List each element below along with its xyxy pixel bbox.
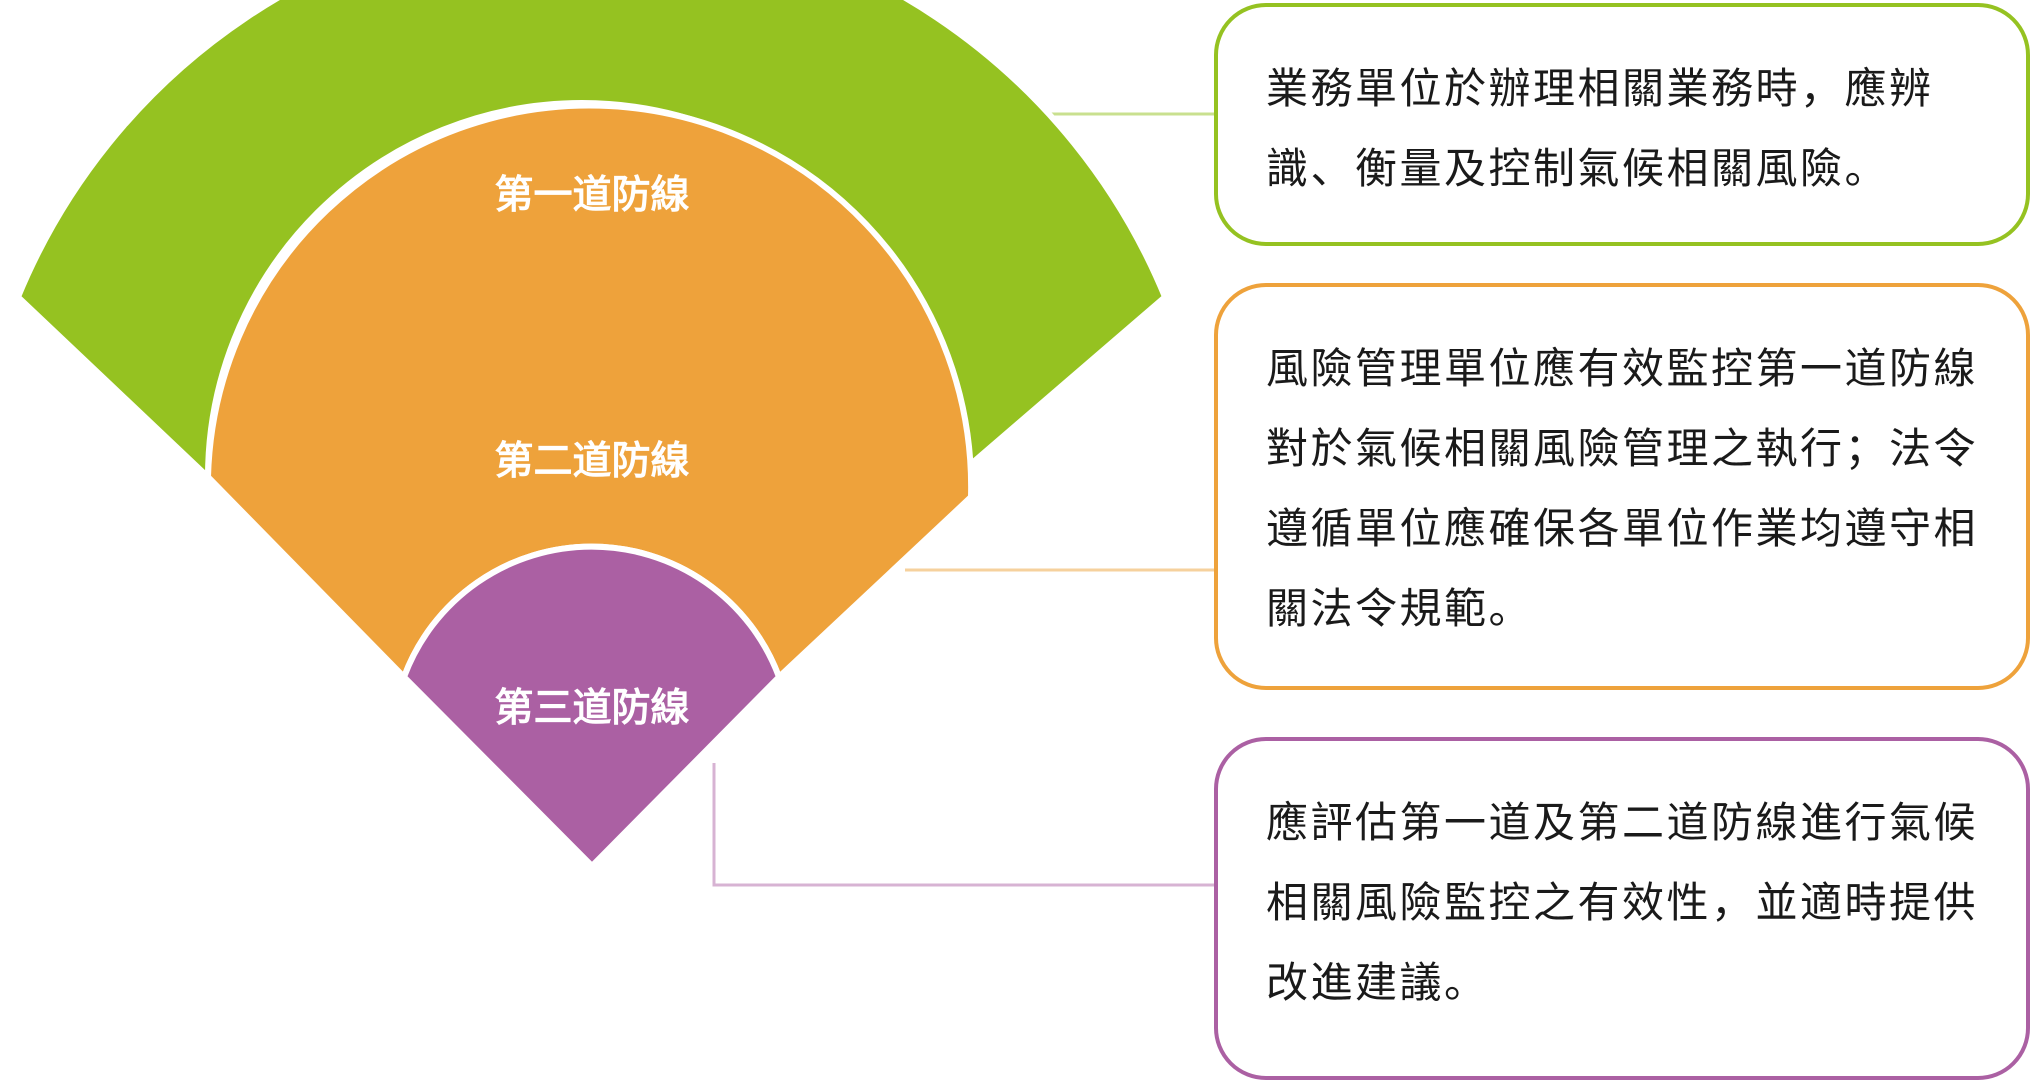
third-line-connector: [712, 763, 1215, 887]
second-line-description: 風險管理單位應有效監控第一道防線對於氣候相關風險管理之執行；法令遵循單位應確保各…: [1266, 344, 1979, 633]
third-line-description-box: 應評估第一道及第二道防線進行氣候相關風險監控之有效性，並適時提供改進建議。: [1214, 737, 2030, 1080]
second-line-label: 第二道防線: [494, 439, 689, 484]
first-line-description-box: 業務單位於辦理相關業務時，應辨識、衡量及控制氣候相關風險。: [1214, 3, 2030, 246]
first-line-description: 業務單位於辦理相關業務時，應辨識、衡量及控制氣候相關風險。: [1266, 64, 1934, 193]
second-line-description-box: 風險管理單位應有效監控第一道防線對於氣候相關風險管理之執行；法令遵循單位應確保各…: [1214, 283, 2030, 690]
third-line-description: 應評估第一道及第二道防線進行氣候相關風險監控之有效性，並適時提供改進建議。: [1266, 798, 1979, 1007]
third-line-label: 第三道防線: [494, 686, 689, 731]
first-line-label: 第一道防線: [494, 173, 689, 218]
third-line-sector: [401, 543, 782, 869]
